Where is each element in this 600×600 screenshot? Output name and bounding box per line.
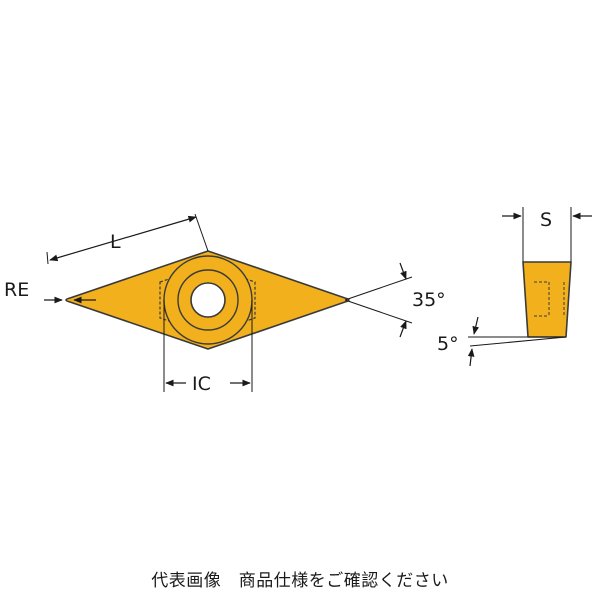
dimension-S: S (502, 207, 592, 262)
dimension-5deg: 5° (437, 316, 567, 367)
dimension-35deg: 35° (344, 262, 446, 338)
insert-top-view (65, 250, 350, 350)
label-IC: IC (192, 373, 211, 395)
label-RE: RE (4, 279, 29, 301)
insert-side-view (522, 261, 572, 338)
label-L: L (110, 231, 121, 253)
caption-representative-image: 代表画像 商品仕様をご確認ください (151, 571, 449, 591)
center-hole (190, 282, 226, 318)
label-35deg: 35° (412, 289, 446, 311)
dimension-IC: IC (163, 300, 253, 395)
dimension-L: L (46, 213, 209, 265)
dimension-RE: RE (4, 279, 96, 304)
label-S: S (540, 209, 552, 231)
label-5deg: 5° (437, 333, 459, 355)
